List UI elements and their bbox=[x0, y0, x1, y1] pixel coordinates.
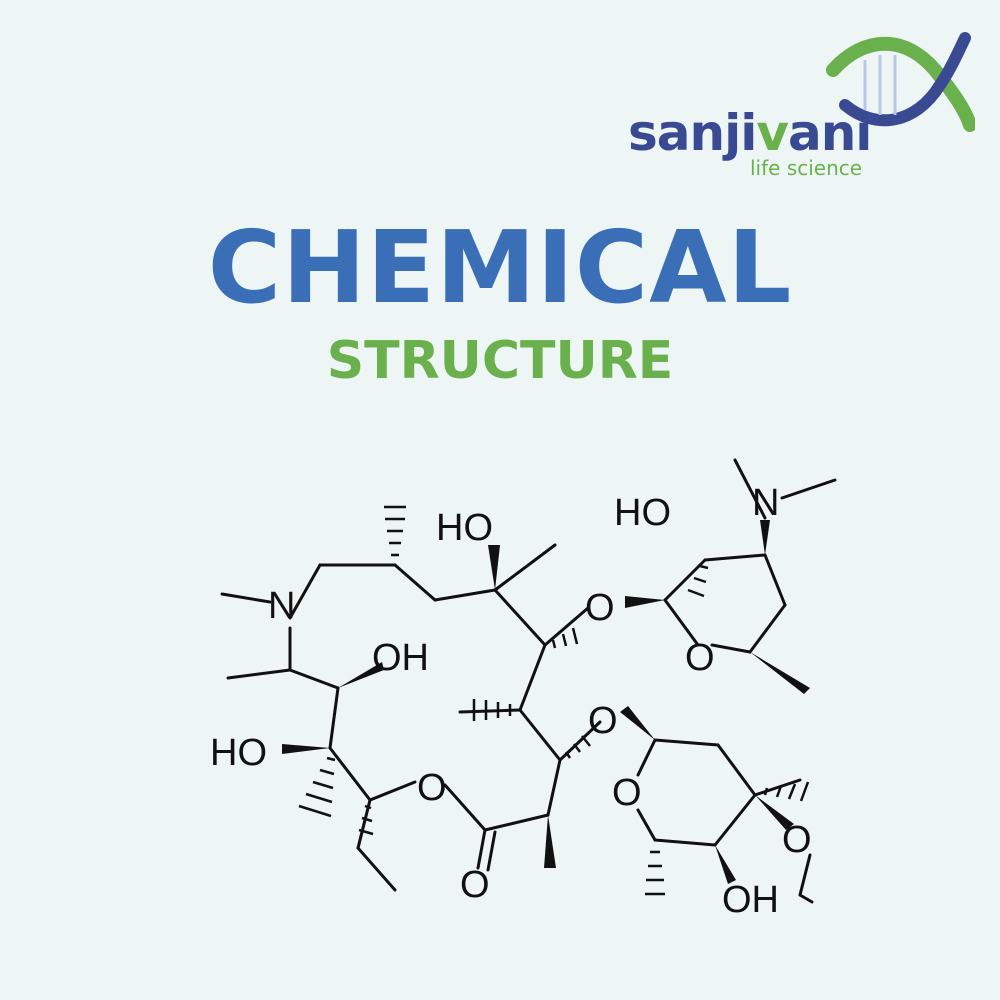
atom-label: O bbox=[612, 772, 642, 814]
brand-name: sanjivani bbox=[628, 104, 872, 162]
atom-label: HO bbox=[436, 507, 493, 549]
atom-label: OH bbox=[722, 879, 779, 921]
atom-label: N bbox=[752, 482, 779, 524]
atom-label: O bbox=[585, 587, 615, 629]
page-subtitle: STRUCTURE bbox=[326, 331, 674, 391]
brand-logo: sanjivani life science bbox=[620, 30, 980, 190]
atom-label: O bbox=[460, 864, 490, 906]
atom-label: OH bbox=[372, 637, 429, 679]
atom-label: O bbox=[588, 700, 618, 742]
atom-label: N bbox=[268, 585, 295, 627]
atom-label: O bbox=[685, 637, 715, 679]
page-title: CHEMICAL bbox=[207, 209, 793, 326]
atom-label: HO bbox=[210, 732, 267, 774]
brand-tagline: life science bbox=[750, 156, 863, 180]
dna-helix-icon bbox=[826, 32, 975, 132]
atom-label: HO bbox=[614, 492, 671, 534]
atom-label: O bbox=[782, 819, 812, 861]
atom-label: O bbox=[417, 767, 447, 809]
